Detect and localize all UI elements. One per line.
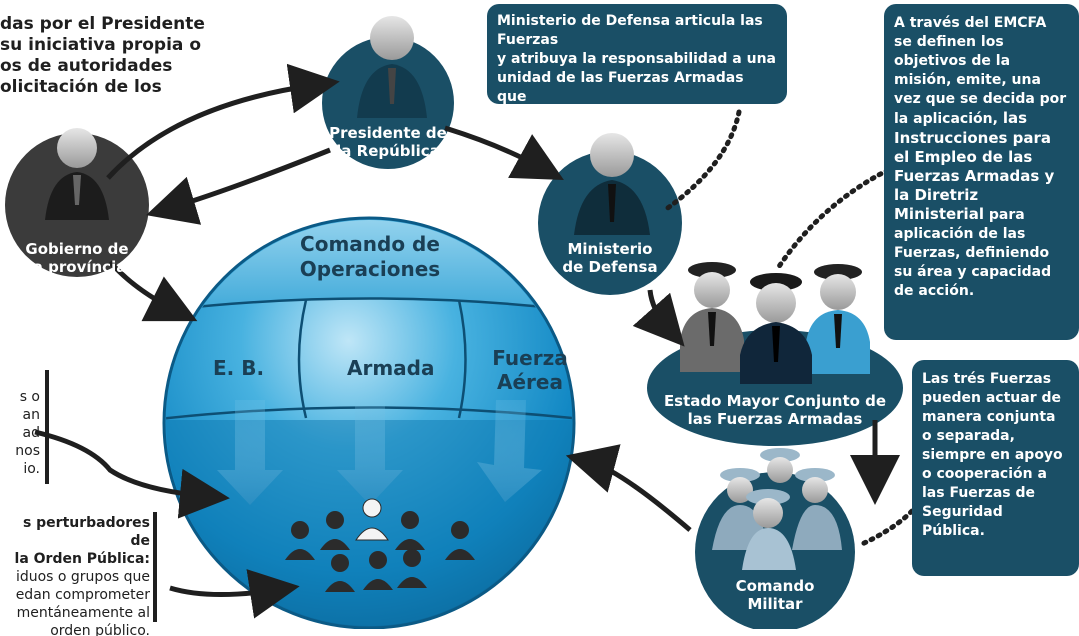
emcfa-box-line: A través del EMCFA <box>894 15 1047 31</box>
staff-node <box>647 262 903 446</box>
left-text-block: s o an ad nos io. <box>0 388 40 478</box>
emcfa-info-box: A través del EMCFA se definen los objeti… <box>884 4 1079 340</box>
branch-air-line: Fuerza <box>492 346 568 370</box>
branch-army: E. B. <box>213 356 265 380</box>
emcfa-box-line: vez que se decida por <box>894 91 1067 107</box>
forces-box-line: o separada, <box>922 428 1015 444</box>
left-text-line: an <box>22 407 40 423</box>
forces-box-line: Pública. <box>922 523 985 539</box>
military-label-line: Comando <box>735 577 815 595</box>
staff-label: Estado Mayor Conjunto de las Fuerzas Arm… <box>655 392 895 428</box>
emcfa-strong-line: Fuerzas Armadas y <box>894 167 1055 185</box>
emcfa-strong-text: Ministerial <box>894 205 984 223</box>
forces-box-line: manera conjunta <box>922 409 1056 425</box>
person-icon <box>45 128 109 220</box>
governor-label-line: Gobierno de <box>25 240 129 258</box>
emcfa-box-line: la aplicación, las <box>894 109 1069 129</box>
officer-icon <box>740 273 812 384</box>
ministry-label-line: Ministerio <box>567 240 653 258</box>
emcfa-strong-line: Instrucciones para <box>894 129 1052 147</box>
forces-box-line: las Fuerzas de <box>922 485 1036 501</box>
disruptors-heading: s perturbadores de <box>22 515 150 549</box>
ministry-box-line: Ministerio de Defensa articula las Fuerz… <box>497 13 763 48</box>
person-icon <box>357 16 427 118</box>
emcfa-inline-text: la aplicación, <box>894 111 998 127</box>
left-text-line: nos <box>15 443 40 459</box>
president-label-line: la República <box>336 142 440 160</box>
disruptors-block: s perturbadores de la Orden Pública: idu… <box>0 514 150 636</box>
ministry-label: Ministerio de Defensa <box>550 240 670 276</box>
sphere-title-line: Operaciones <box>299 257 441 281</box>
disruptors-text: iduos o grupos que <box>15 569 150 585</box>
branch-air-force: Fuerza Aérea <box>480 346 580 394</box>
forces-box-line: o cooperación a <box>922 466 1047 482</box>
forces-box-line: siempre en apoyo <box>922 447 1063 463</box>
emcfa-strong-line: la Diretriz <box>894 186 979 204</box>
left-text-line: s o <box>19 389 40 405</box>
intro-line: os de autoridades <box>0 56 173 76</box>
sphere-title-line: Comando de <box>300 232 440 256</box>
president-node <box>322 16 454 169</box>
branch-navy: Armada <box>347 356 435 380</box>
sphere-title: Comando de Operaciones <box>280 232 460 282</box>
left-text-line: ad <box>22 425 40 441</box>
staff-label-line: las Fuerzas Armadas <box>687 410 863 428</box>
down-arrow-icon <box>477 400 542 502</box>
police-officer-icon <box>712 448 842 570</box>
down-arrow-icon <box>217 400 283 505</box>
disruptors-heading: la Orden Pública: <box>14 551 150 567</box>
emcfa-box-line: misión, emite, una <box>894 72 1041 88</box>
arrow-icon <box>34 63 900 619</box>
emcfa-box-line: su área y capacidad <box>894 264 1052 280</box>
emcfa-box-line: de acción. <box>894 283 975 299</box>
intro-text: das por el Presidente su iniciativa prop… <box>0 14 220 98</box>
governor-label: Gobierno de la província <box>17 240 137 276</box>
intro-line: das por el Presidente <box>0 14 205 34</box>
military-node <box>695 448 855 629</box>
emcfa-box-line: aplicación de las <box>894 226 1026 242</box>
person-icon <box>574 133 650 235</box>
forces-box-line: pueden actuar de <box>922 390 1061 406</box>
ministry-node <box>538 133 682 295</box>
president-label-line: Presidente de <box>329 124 447 142</box>
emcfa-strong-text: las <box>1002 109 1028 127</box>
ministry-info-box: Ministerio de Defensa articula las Fuerz… <box>487 4 787 124</box>
left-text-line: io. <box>23 461 40 477</box>
governor-label-line: la província <box>27 258 127 276</box>
emcfa-box-line: se definen los <box>894 34 1004 50</box>
left-bar <box>45 370 49 484</box>
governor-node <box>5 128 149 277</box>
intro-line: su iniciativa propia o <box>0 35 201 55</box>
ministry-box-line: y atribuya la responsabilidad a una <box>497 51 777 67</box>
staff-label-line: Estado Mayor Conjunto de <box>663 392 887 410</box>
president-label: Presidente de la República <box>328 124 448 160</box>
forces-info-box: Las trés Fuerzas pueden actuar de manera… <box>912 360 1079 576</box>
emcfa-box-line: Fuerzas, definiendo <box>894 245 1050 261</box>
emcfa-box-line: objetivos de la <box>894 53 1011 69</box>
branch-air-line: Aérea <box>497 370 563 394</box>
disruptors-text: mentáneamente al <box>16 605 150 621</box>
crowd-icon <box>285 498 475 592</box>
officer-icon <box>806 264 870 374</box>
ministry-label-line: de Defensa <box>562 258 658 276</box>
forces-box-line: Las trés Fuerzas <box>922 371 1052 387</box>
emcfa-box-line: Ministerial para <box>894 205 1069 225</box>
intro-line: olicitación de los <box>0 77 162 97</box>
ministry-box-line: coordine el proceso <box>497 108 653 124</box>
left-bar <box>153 512 157 622</box>
emcfa-strong-line: el Empleo de las <box>894 148 1033 166</box>
down-arrow-icon <box>337 400 403 505</box>
military-label-line: Militar <box>747 595 803 613</box>
emcfa-inline-text: para <box>988 207 1025 223</box>
ministry-box-line: unidad de las Fuerzas Armadas que <box>497 70 744 105</box>
disruptors-text: edan comprometer <box>15 587 150 603</box>
officer-icon <box>680 262 744 372</box>
disruptors-text: orden público. <box>50 623 150 636</box>
military-label: Comando Militar <box>715 577 835 613</box>
forces-box-line: Seguridad <box>922 504 1003 520</box>
